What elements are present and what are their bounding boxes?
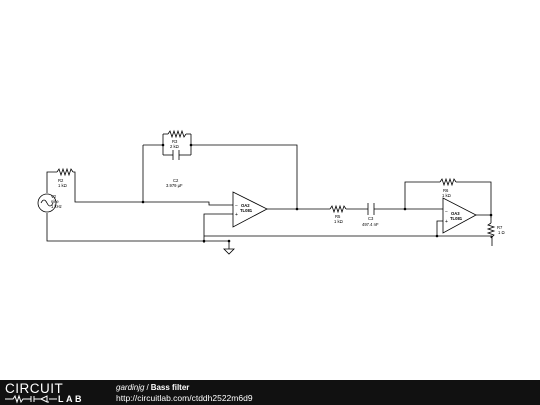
wire-ground-rail-left bbox=[46, 213, 229, 242]
c3-capacitor[interactable]: C3 497.4 nF bbox=[362, 203, 379, 227]
junction-node bbox=[141, 200, 145, 204]
sine-wave-icon bbox=[40, 199, 54, 207]
wire-r6-right bbox=[456, 181, 492, 218]
junction-node bbox=[489, 213, 493, 217]
logo-circuit-line-icon bbox=[5, 394, 57, 404]
junction-node bbox=[295, 207, 299, 211]
oa2-op-amp[interactable]: − + OA2 TL081 bbox=[232, 191, 268, 228]
wire-oa3-out bbox=[476, 214, 492, 223]
wire-r2-node bbox=[73, 171, 143, 203]
c3-value: 497.4 nF bbox=[362, 222, 379, 227]
r5-resistor[interactable]: R5 1 kΩ bbox=[329, 204, 347, 224]
r5-value: 1 kΩ bbox=[334, 219, 343, 224]
wire-oa2-plus bbox=[203, 213, 233, 243]
oa3-pin-minus: − bbox=[445, 209, 448, 215]
r7-value: 1 Ω bbox=[498, 230, 505, 235]
wire-feedback-right bbox=[191, 144, 298, 209]
v2-sine-source[interactable]: V2 sine 1 kHz bbox=[37, 193, 62, 213]
c3-name: C3 bbox=[368, 216, 374, 221]
r3-resistor[interactable]: R3 2 kΩ bbox=[167, 129, 187, 149]
r3-name: R3 bbox=[172, 139, 178, 144]
wire-node-oa2-minus bbox=[143, 201, 233, 206]
oa2-pin-minus: − bbox=[235, 203, 238, 209]
junction-node bbox=[161, 143, 165, 147]
junction-node bbox=[435, 234, 439, 238]
circuit-info: gardinjg/Bass filter http://circuitlab.c… bbox=[116, 383, 253, 403]
c2-capacitor[interactable]: C2 3.979 µF bbox=[166, 150, 183, 188]
r2-resistor[interactable]: R2 1 kΩ bbox=[56, 167, 74, 188]
footer-bar: CIRCUIT LAB gardinjg/Bass filter http://… bbox=[0, 380, 540, 405]
r6-name: R6 bbox=[443, 188, 449, 193]
r7-resistor[interactable]: R7 1 Ω bbox=[486, 222, 505, 239]
v2-type: sine bbox=[51, 199, 59, 204]
circuit-url[interactable]: http://circuitlab.com/ctddh2522m6d9 bbox=[116, 393, 253, 403]
circuit-schematic: V2 sine 1 kHz R2 1 kΩ R3 2 kΩ C2 3.979 µ… bbox=[37, 129, 505, 255]
r2-name: R2 bbox=[58, 178, 64, 183]
oa3-op-amp[interactable]: − + OA3 TL081 bbox=[442, 197, 477, 234]
r3-value: 2 kΩ bbox=[170, 144, 179, 149]
wire-ground-rail-right bbox=[204, 235, 493, 246]
circuitlab-logo[interactable]: CIRCUIT LAB bbox=[0, 380, 108, 405]
author-link[interactable]: gardinjg bbox=[116, 383, 145, 392]
r5-name: R5 bbox=[335, 214, 341, 219]
v2-frequency: 1 kHz bbox=[51, 204, 62, 209]
c2-name: C2 bbox=[173, 178, 179, 183]
junction-nodes bbox=[141, 143, 493, 243]
junction-node bbox=[189, 143, 193, 147]
wire-oa3-plus bbox=[436, 220, 443, 236]
r6-resistor[interactable]: R6 1 kΩ bbox=[439, 177, 457, 198]
wire-r6-left bbox=[404, 181, 440, 209]
oa3-name: OA3 bbox=[451, 211, 460, 216]
wires bbox=[46, 133, 493, 249]
r7-name: R7 bbox=[497, 225, 503, 230]
ground-icon bbox=[223, 248, 235, 255]
r6-value: 1 kΩ bbox=[442, 193, 451, 198]
wire-v2-r2 bbox=[46, 171, 57, 193]
junction-node bbox=[202, 239, 206, 243]
title-separator: / bbox=[146, 383, 149, 392]
logo-wordmark-top: CIRCUIT bbox=[5, 381, 64, 396]
oa3-pin-plus: + bbox=[445, 219, 448, 225]
c2-value: 3.979 µF bbox=[166, 183, 183, 188]
circuit-title[interactable]: Bass filter bbox=[150, 383, 190, 392]
oa2-model: TL081 bbox=[240, 208, 253, 213]
junction-node bbox=[403, 207, 407, 211]
logo-wordmark-bottom: LAB bbox=[58, 394, 84, 404]
r2-value: 1 kΩ bbox=[58, 183, 67, 188]
v2-name: V2 bbox=[51, 194, 57, 199]
oa2-name: OA2 bbox=[241, 203, 250, 208]
oa2-pin-plus: + bbox=[235, 212, 238, 218]
junction-node bbox=[227, 239, 231, 243]
oa3-model: TL081 bbox=[450, 216, 463, 221]
